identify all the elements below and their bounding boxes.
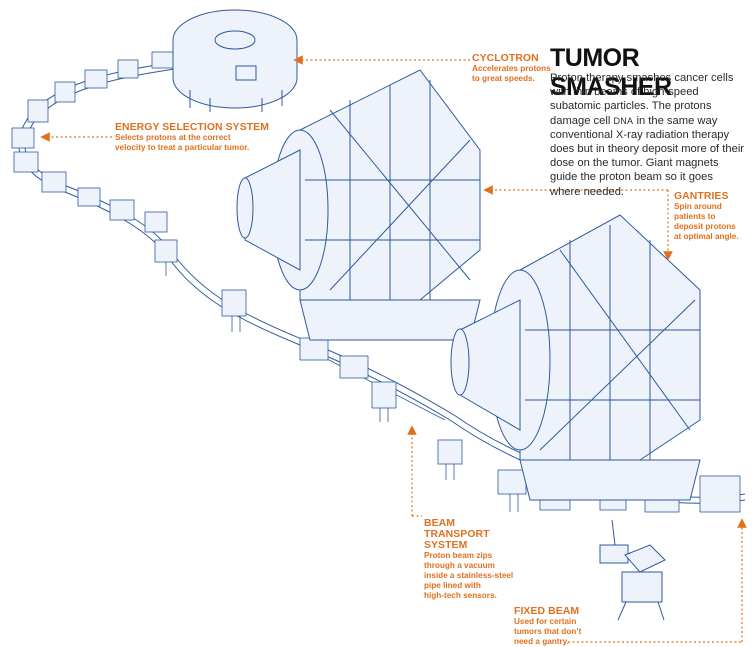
beam-transport-callout: BEAM TRANSPORT SYSTEM Proton beam zips t…: [424, 518, 513, 601]
gantry-2-illustration: [450, 214, 701, 501]
energy-selection-callout-line: velocity to treat a particular tumor.: [115, 143, 250, 152]
cyclotron-callout-title: CYCLOTRON: [472, 53, 539, 64]
fixed-beam-callout-line: need a gantry.: [514, 637, 569, 646]
gantries-callout-line: deposit protons: [674, 222, 736, 231]
energy-selection-callout-title: ENERGY SELECTION SYSTEM: [115, 122, 269, 133]
cyclotron-illustration: [172, 9, 298, 112]
callout-leaders: [40, 55, 747, 643]
beam-transport-callout-line: high-tech sensors.: [424, 591, 497, 600]
beam-transport-callout-title: BEAM: [424, 518, 455, 529]
energy-selection-callout: ENERGY SELECTION SYSTEM Selects protons …: [115, 122, 269, 153]
beam-transport-callout-line: pipe lined with: [424, 581, 481, 590]
fixed-beam-callout-line: tumors that don’t: [514, 627, 582, 636]
fixed-beam-illustration: [599, 519, 666, 621]
fixed-beam-callout-line: Used for certain: [514, 617, 577, 626]
beam-transport-callout-line: Proton beam zips: [424, 551, 493, 560]
intro-paragraph: Proton therapy smashes cancer cells with…: [550, 71, 746, 199]
gantries-callout-line: patients to: [674, 212, 716, 221]
beam-transport-callout-line: through a vacuum: [424, 561, 495, 570]
fixed-beam-callout-title: FIXED BEAM: [514, 606, 580, 617]
beam-line-magnets: [11, 51, 741, 513]
gantry-1-illustration: [236, 69, 481, 341]
cyclotron-callout-line: Accelerates protons: [472, 64, 551, 73]
cyclotron-callout: CYCLOTRON Accelerates protons to great s…: [472, 53, 551, 84]
gantries-callout-title: GANTRIES: [674, 191, 729, 202]
intro-dna-abbrev: DNA: [613, 115, 634, 126]
page-title: TUMOR SMASHER: [550, 44, 672, 101]
intro-text-2: in the same way conventional X-ray radia…: [550, 114, 745, 198]
beam-transport-callout-title: TRANSPORT: [424, 529, 490, 540]
gantries-callout: GANTRIES Spin around patients to deposit…: [674, 191, 739, 242]
gantries-callout-line: at optimal angle.: [674, 232, 739, 241]
gantries-callout-line: Spin around: [674, 202, 722, 211]
magnet-supports: [165, 262, 519, 512]
beam-transport-callout-line: inside a stainless-steel: [424, 571, 514, 580]
energy-selection-callout-line: Selects protons at the correct: [115, 133, 231, 142]
beam-transport-callout-title: SYSTEM: [424, 540, 468, 551]
intro-text-1: Proton therapy smashes cancer cells with…: [550, 72, 734, 127]
cyclotron-callout-line: to great speeds.: [472, 74, 535, 83]
fixed-beam-callout: FIXED BEAM Used for certain tumors that …: [514, 606, 581, 647]
